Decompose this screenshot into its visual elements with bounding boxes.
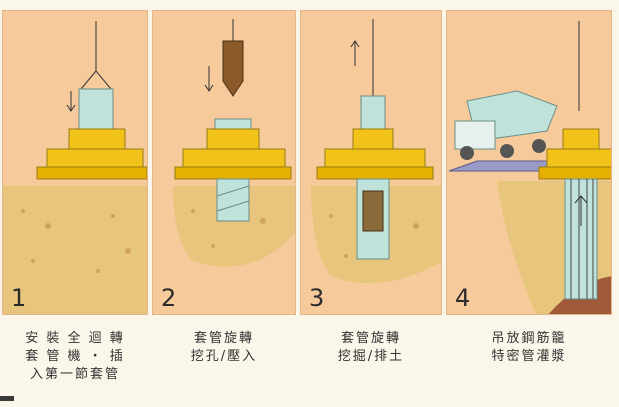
step-number: 2 (161, 284, 177, 312)
step-3-caption: 套管旋轉 挖掘/排土 (337, 331, 405, 364)
step-3-illustration (311, 19, 441, 284)
soil-pebbles (329, 214, 419, 258)
soil-pebbles (191, 209, 266, 248)
rebar-cage (564, 178, 598, 300)
step-1-caption: 安 裝 全 迴 轉 套 管 機 ・ 插 入第一節套管 (25, 331, 125, 382)
step-4-caption: 吊放鋼筋籠 特密管灌漿 (491, 331, 567, 364)
page-edge-mark (0, 396, 14, 401)
step-number: 3 (309, 284, 325, 312)
step-4-panel: 4 (446, 10, 612, 315)
arrow-down-icon (66, 91, 76, 112)
step-2-caption: 套管旋轉 挖孔/壓入 (190, 331, 258, 364)
step-1-panel: 1 (2, 10, 148, 315)
step-4-illustration (448, 21, 611, 314)
soil (3, 186, 147, 314)
step-2-illustration (173, 19, 295, 267)
step-1-illustration (3, 21, 147, 314)
step-number: 4 (455, 284, 471, 312)
soil-pebbles (21, 209, 131, 273)
hammer-grab-icon (222, 40, 244, 97)
step-number: 1 (11, 284, 27, 312)
step-3-panel: 3 (300, 10, 442, 315)
lifting-hook-icon (79, 70, 113, 90)
casing-machine-base (46, 148, 144, 168)
casing-in-ground (216, 178, 250, 222)
step-2-panel: 2 (152, 10, 296, 315)
excavation-bucket (362, 190, 384, 232)
casing-machine-top (68, 128, 126, 150)
soil (173, 186, 295, 267)
arrow-up-icon (350, 40, 360, 66)
mixer-truck-cab (454, 120, 496, 150)
arrow-up-icon (574, 195, 588, 226)
arrow-down-icon (204, 66, 214, 92)
